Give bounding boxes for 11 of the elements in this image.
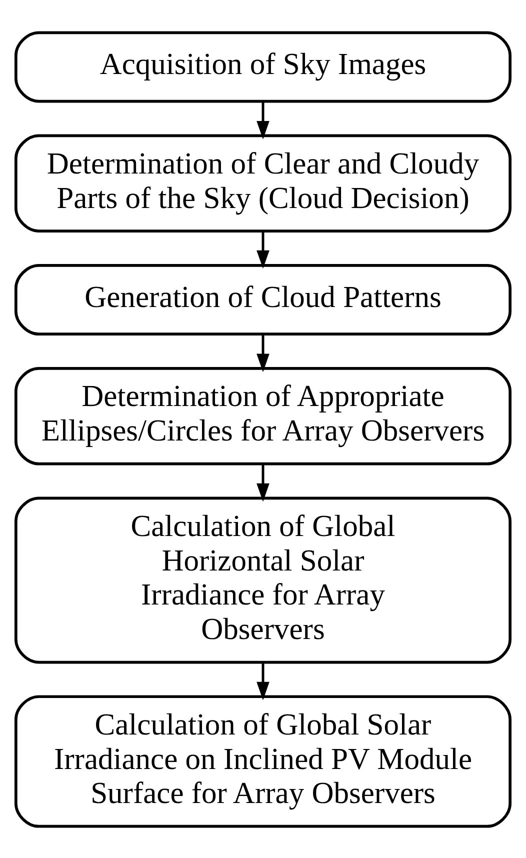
node-box: Calculation of Global Solar Irradiance on Inclined PV Module Surface for Array Observers <box>14 694 512 828</box>
arrow <box>256 464 270 502</box>
arrow <box>256 662 270 700</box>
arrow <box>256 231 270 268</box>
node-box: Acquisition of Sky Images <box>14 30 512 102</box>
node-box: Determination of Appropriate Ellipses/Circles for Array Observers <box>14 366 512 465</box>
node-box: Calculation of Global Horizontal Solar Irradiance for Array Observers <box>14 496 512 664</box>
arrow <box>256 100 270 139</box>
node-box: Determination of Clear and Cloudy Parts of the Sky (Cloud Decision) <box>14 134 512 232</box>
node-box: Generation of Cloud Patterns <box>14 263 512 336</box>
arrow <box>256 334 270 372</box>
